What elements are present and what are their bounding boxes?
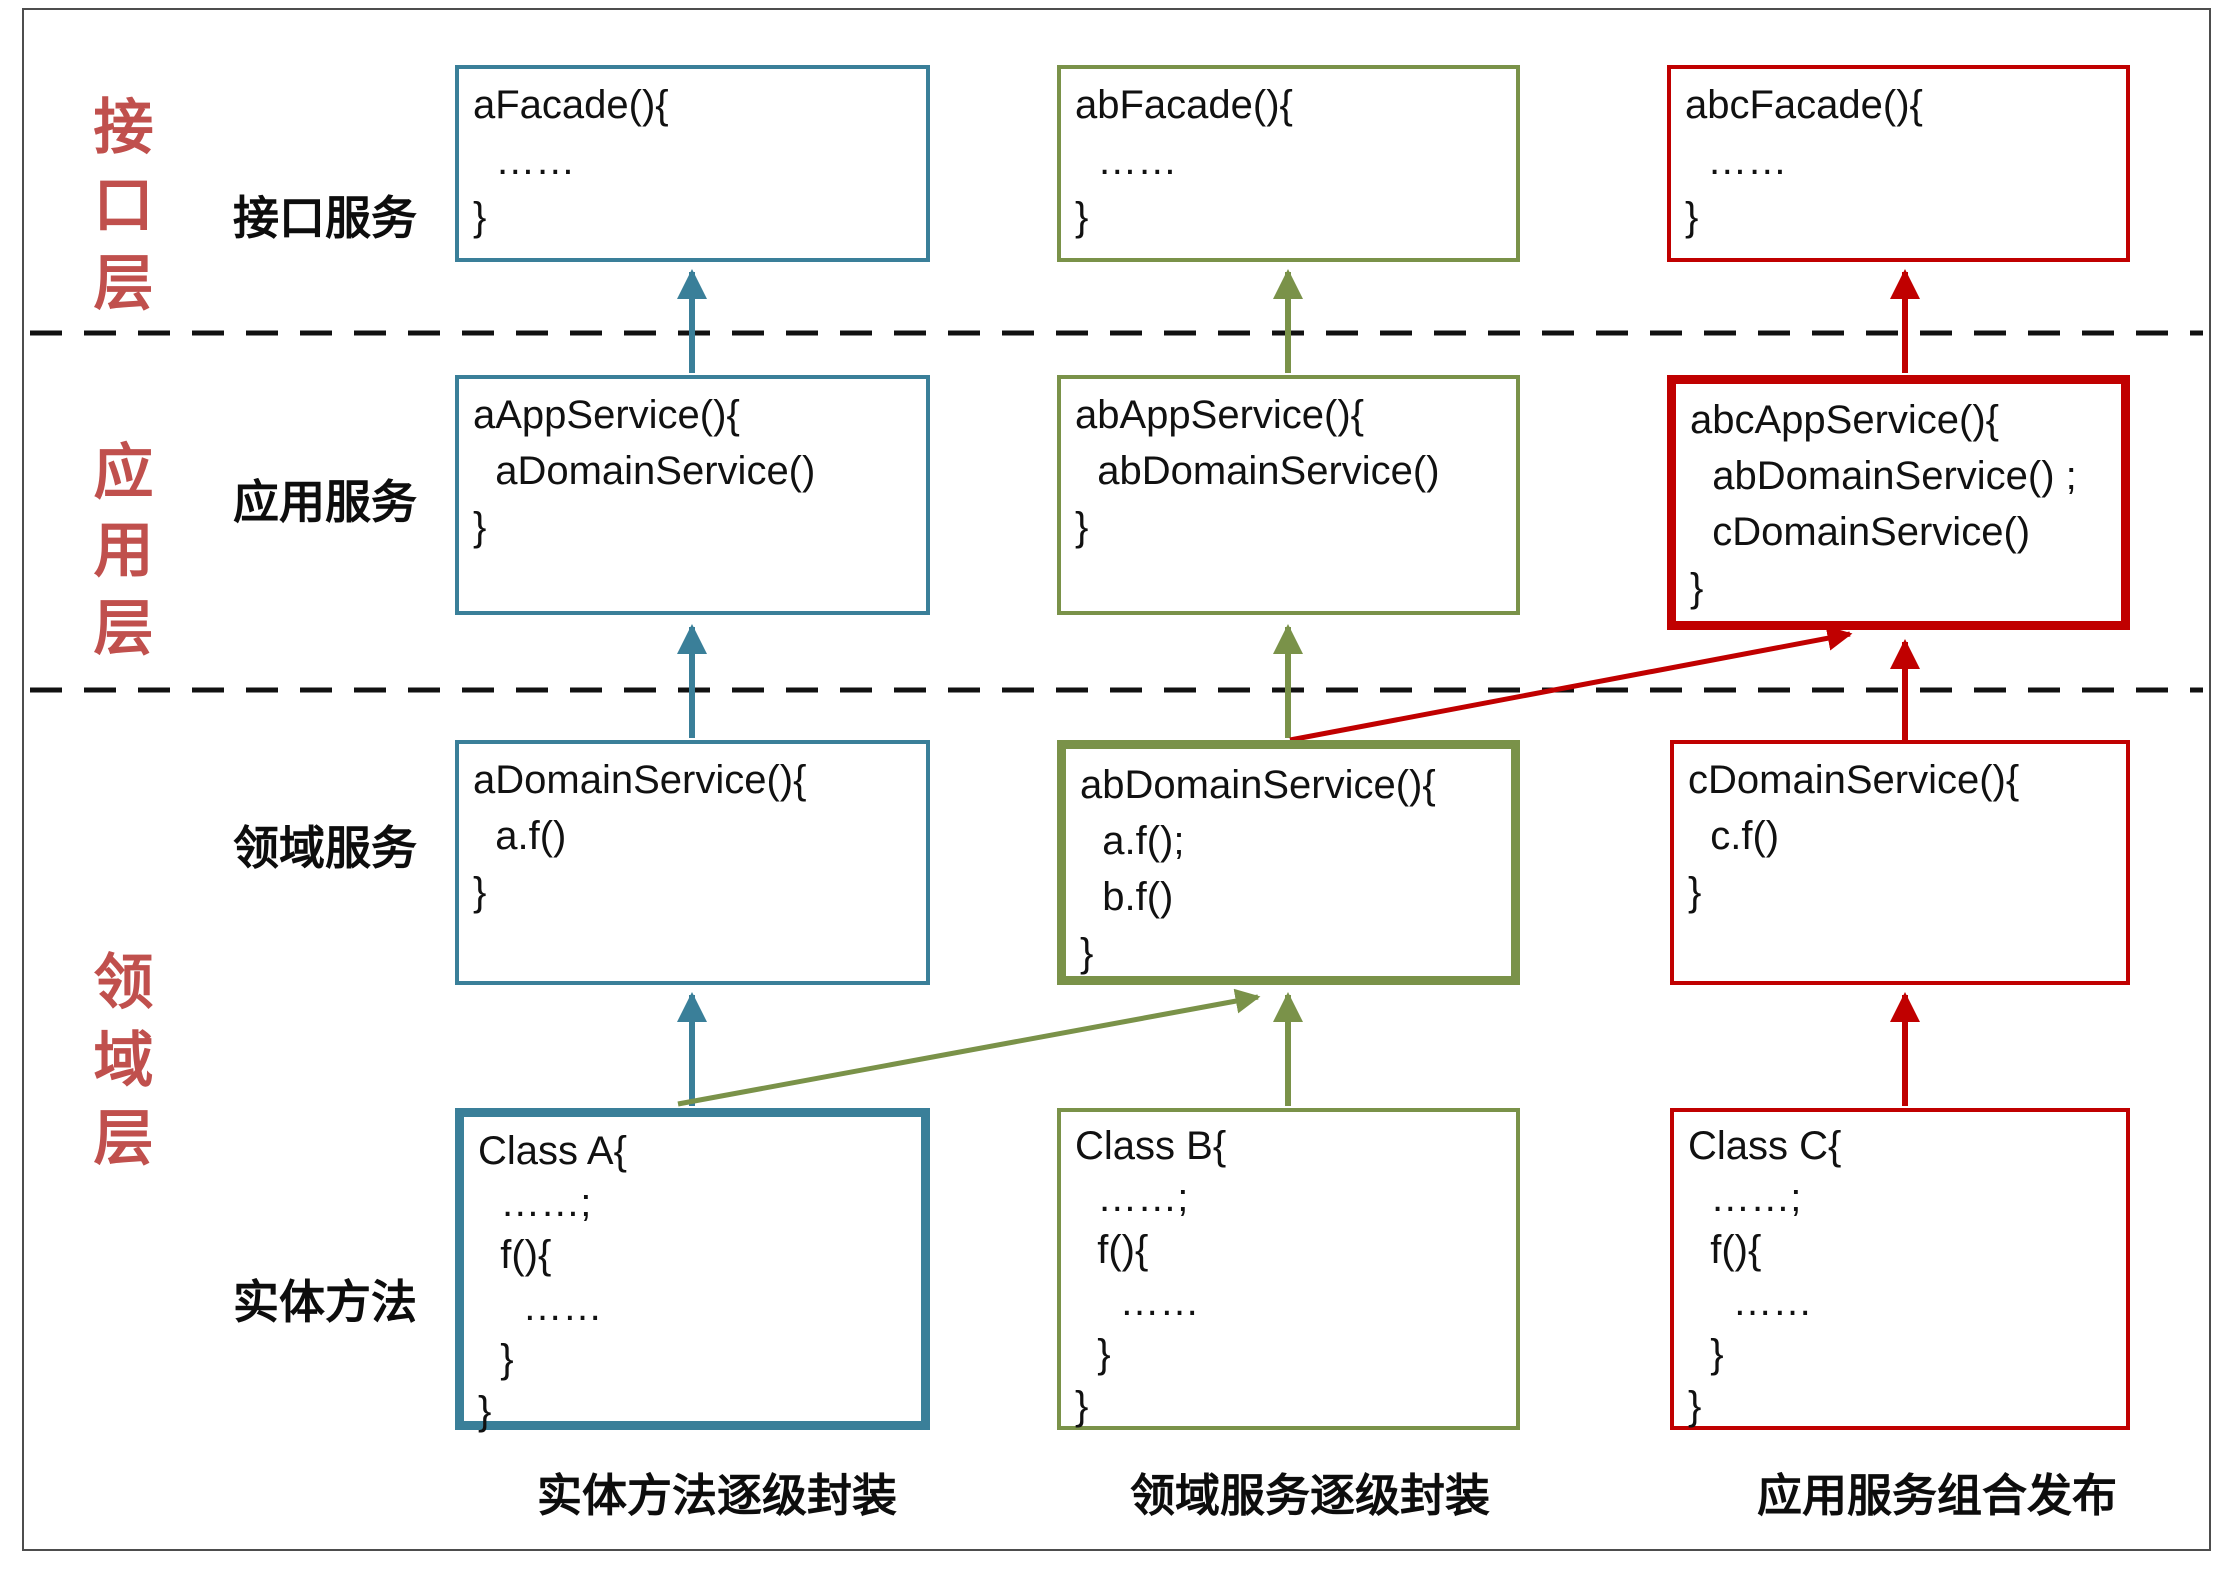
layer-label-application: 应用层 [85, 440, 152, 674]
layer-label-interface: 接口层 [85, 95, 152, 329]
code-line: } [1075, 1332, 1111, 1376]
code-line: abcFacade(){ [1685, 83, 1923, 127]
box-abcfacade: abcFacade(){ ……} [1667, 65, 2130, 262]
box-afacade: aFacade(){ ……} [455, 65, 930, 262]
code-line: aFacade(){ [473, 83, 669, 127]
code-line: abAppService(){ [1075, 393, 1365, 437]
code-line: } [1075, 195, 1089, 239]
box-class-c: Class C{ ……; f(){ …… }} [1670, 1108, 2130, 1430]
box-cdomainservice: cDomainService(){ c.f()} [1670, 740, 2130, 985]
code-line: c.f() [1688, 814, 1780, 858]
code-line: f(){ [1075, 1228, 1149, 1272]
code-line: Class B{ [1075, 1124, 1227, 1168]
code-line: …… [473, 139, 576, 183]
code-line: Class C{ [1688, 1124, 1842, 1168]
code-line: } [1688, 870, 1702, 914]
box-class-a: Class A{ ……; f(){ …… }} [455, 1108, 930, 1433]
code-line: } [1075, 1384, 1089, 1428]
box-abfacade: abFacade(){ ……} [1057, 65, 1520, 262]
code-line: } [478, 1337, 514, 1381]
code-line: cDomainService(){ [1688, 758, 2020, 802]
code-line: …… [1075, 1280, 1200, 1324]
code-line: a.f() [473, 814, 567, 858]
code-line: abDomainService() [1075, 449, 1440, 493]
arrow-abdomainservice-to-abcappservice [1289, 625, 1853, 743]
code-line: } [1080, 931, 1094, 975]
row-label-entity-method: 实体方法 [233, 1276, 417, 1328]
code-line: ……; [478, 1181, 592, 1225]
code-line: ……; [1075, 1176, 1189, 1220]
code-line: } [1075, 505, 1089, 549]
code-line: abcAppService(){ [1690, 398, 2000, 442]
caption-entity-method-wrapping: 实体方法逐级封装 [536, 1470, 897, 1521]
code-line: a.f(); [1080, 819, 1185, 863]
code-line: } [1688, 1384, 1702, 1428]
code-line: } [1685, 195, 1699, 239]
row-label-app-service: 应用服务 [233, 476, 417, 528]
code-line: aDomainService(){ [473, 758, 807, 802]
box-aappservice: aAppService(){ aDomainService()} [455, 375, 930, 615]
box-abappservice: abAppService(){ abDomainService()} [1057, 375, 1520, 615]
code-line: cDomainService() [1690, 510, 2031, 554]
layer-label-domain: 领域层 [85, 950, 152, 1184]
code-line: } [1690, 566, 1704, 610]
code-line: b.f() [1080, 875, 1174, 919]
diagram-frame [22, 8, 2211, 1551]
box-abdomainservice: abDomainService(){ a.f(); b.f()} [1057, 740, 1520, 985]
code-line: } [1688, 1332, 1724, 1376]
code-line: …… [1075, 139, 1178, 183]
code-line: …… [478, 1285, 603, 1329]
code-line: } [473, 195, 487, 239]
code-line: abDomainService() ; [1690, 454, 2077, 498]
code-line: …… [1688, 1280, 1813, 1324]
caption-domain-service-wrapping: 领域服务逐级封装 [1129, 1470, 1490, 1521]
row-label-interface-service: 接口服务 [233, 192, 417, 244]
caption-app-service-composition: 应用服务组合发布 [1756, 1470, 2117, 1521]
code-line: f(){ [478, 1233, 552, 1277]
row-label-domain-service: 领域服务 [233, 822, 417, 874]
code-line: …… [1685, 139, 1788, 183]
code-line: aAppService(){ [473, 393, 740, 437]
code-line: aDomainService() [473, 449, 816, 493]
box-adomainservice: aDomainService(){ a.f()} [455, 740, 930, 985]
box-abcappservice: abcAppService(){ abDomainService() ; cDo… [1667, 375, 2130, 630]
code-line: Class A{ [478, 1129, 627, 1173]
code-line: abDomainService(){ [1080, 763, 1436, 807]
box-class-b: Class B{ ……; f(){ …… }} [1057, 1108, 1520, 1430]
arrow-classa-to-abdomainservice [677, 988, 1261, 1107]
code-line: } [473, 505, 487, 549]
code-line: } [473, 870, 487, 914]
code-line: abFacade(){ [1075, 83, 1293, 127]
code-line: } [478, 1389, 492, 1433]
code-line: f(){ [1688, 1228, 1762, 1272]
code-line: ……; [1688, 1176, 1802, 1220]
